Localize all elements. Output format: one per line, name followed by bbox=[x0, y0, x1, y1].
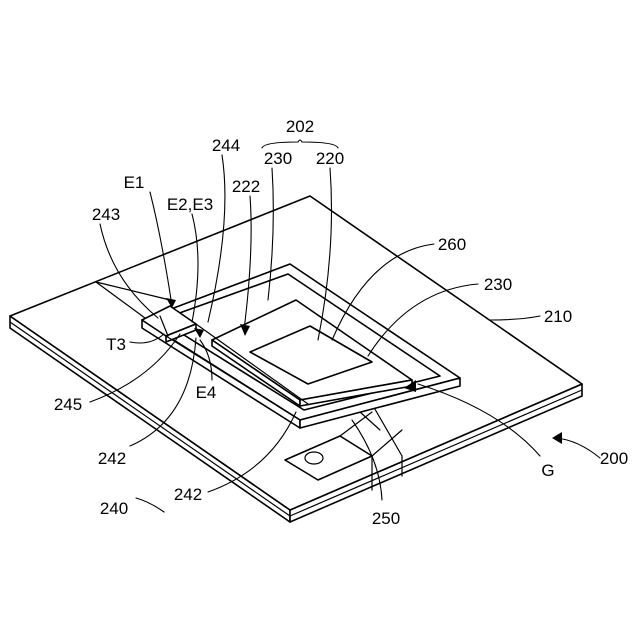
lead-210 bbox=[490, 316, 540, 320]
label-230-right: 230 bbox=[484, 275, 512, 294]
label-244: 244 bbox=[212, 136, 240, 155]
arrowhead-200 bbox=[552, 432, 562, 444]
label-200: 200 bbox=[600, 449, 628, 468]
brace-202 bbox=[262, 140, 338, 148]
label-220: 220 bbox=[316, 149, 344, 168]
label-222: 222 bbox=[232, 177, 260, 196]
label-210: 210 bbox=[544, 307, 572, 326]
label-E4: E4 bbox=[196, 383, 217, 402]
label-202: 202 bbox=[286, 117, 314, 136]
label-243: 243 bbox=[92, 205, 120, 224]
lead-200 bbox=[556, 438, 600, 458]
label-E1: E1 bbox=[124, 173, 145, 192]
label-G: G bbox=[541, 461, 554, 480]
lead-240 bbox=[136, 498, 164, 512]
label-T3: T3 bbox=[106, 335, 126, 354]
label-250: 250 bbox=[372, 509, 400, 528]
label-242-bottom: 242 bbox=[174, 485, 202, 504]
label-E2-E3: E2,E3 bbox=[167, 195, 213, 214]
label-240: 240 bbox=[100, 499, 128, 518]
label-260: 260 bbox=[438, 235, 466, 254]
label-245: 245 bbox=[54, 395, 82, 414]
label-230-upper: 230 bbox=[264, 149, 292, 168]
label-242-left: 242 bbox=[98, 449, 126, 468]
